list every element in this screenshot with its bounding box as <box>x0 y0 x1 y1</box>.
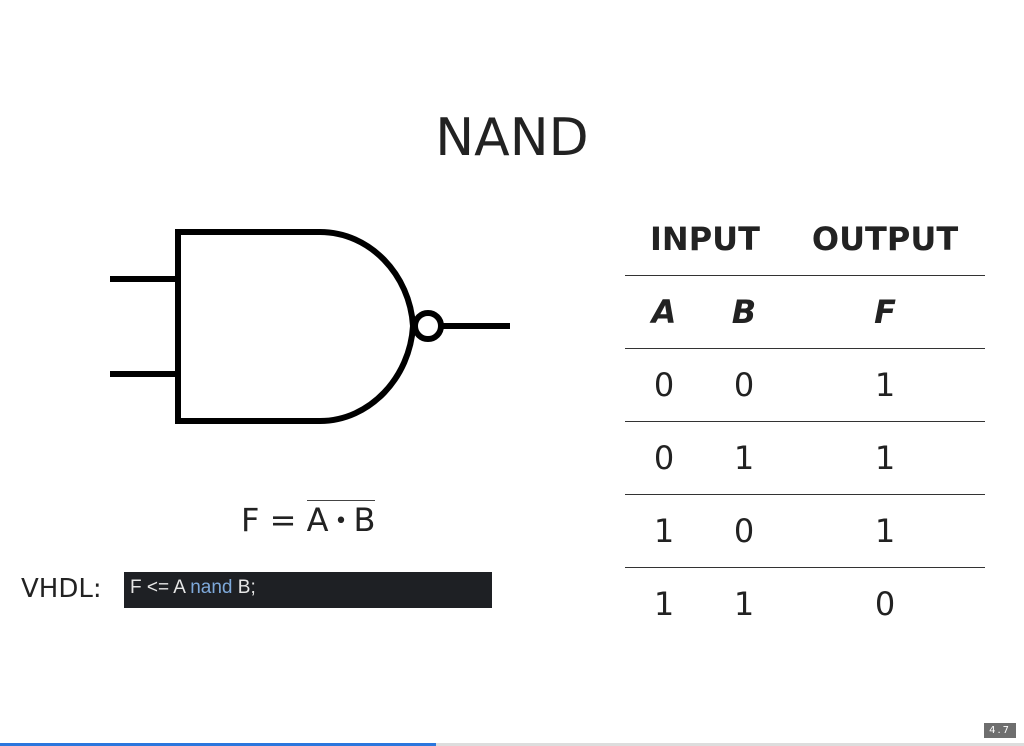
cell-f: 1 <box>785 494 985 568</box>
cell-f: 1 <box>785 421 985 495</box>
table-row: 1 0 1 <box>625 494 985 568</box>
cell-a: 1 <box>653 585 675 623</box>
truth-table: INPUT OUTPUT A B F 0 0 1 0 1 1 1 0 <box>625 203 985 640</box>
cell-b: 0 <box>703 494 785 568</box>
header-output: OUTPUT <box>785 203 985 276</box>
gate-body <box>175 229 417 424</box>
truth-table-header-row: INPUT OUTPUT <box>625 203 985 276</box>
cell-a: 0 <box>625 348 703 422</box>
boolean-formula: F = A•B <box>241 500 376 539</box>
variable-b: B <box>703 275 785 349</box>
nand-gate-symbol <box>110 229 510 424</box>
cell-f: 0 <box>874 585 896 623</box>
vhdl-label: VHDL: <box>21 574 102 604</box>
code-post: B; <box>232 577 256 598</box>
table-row: 1 1 0 <box>625 568 985 641</box>
truth-table-variable-row: A B F <box>625 275 985 349</box>
cell-f: 1 <box>785 348 985 422</box>
header-input: INPUT <box>625 203 785 276</box>
cell-a: 1 <box>625 494 703 568</box>
formula-operand-b: B <box>353 501 376 539</box>
cell-a: 0 <box>625 421 703 495</box>
slide-title: NAND <box>435 108 589 168</box>
code-pre: F <= A <box>130 577 191 598</box>
formula-negated-term: A•B <box>306 500 376 539</box>
cell-b: 0 <box>703 348 785 422</box>
presentation-progress-bar[interactable] <box>0 743 1024 746</box>
formula-lhs: F = <box>241 501 297 539</box>
variable-f: F <box>785 275 985 349</box>
slide-number: 4.7 <box>984 723 1016 738</box>
cell-b: 1 <box>733 585 755 623</box>
cell-b: 1 <box>703 421 785 495</box>
formula-and-operator: • <box>334 509 348 534</box>
variable-a: A <box>625 275 703 349</box>
table-row: 0 0 1 <box>625 348 985 422</box>
vhdl-code-block: F <= A nand B; <box>124 572 492 608</box>
code-keyword: nand <box>190 577 233 598</box>
inversion-bubble <box>412 310 444 342</box>
progress-fill <box>0 743 437 746</box>
table-row: 0 1 1 <box>625 421 985 495</box>
formula-operand-a: A <box>306 501 329 539</box>
